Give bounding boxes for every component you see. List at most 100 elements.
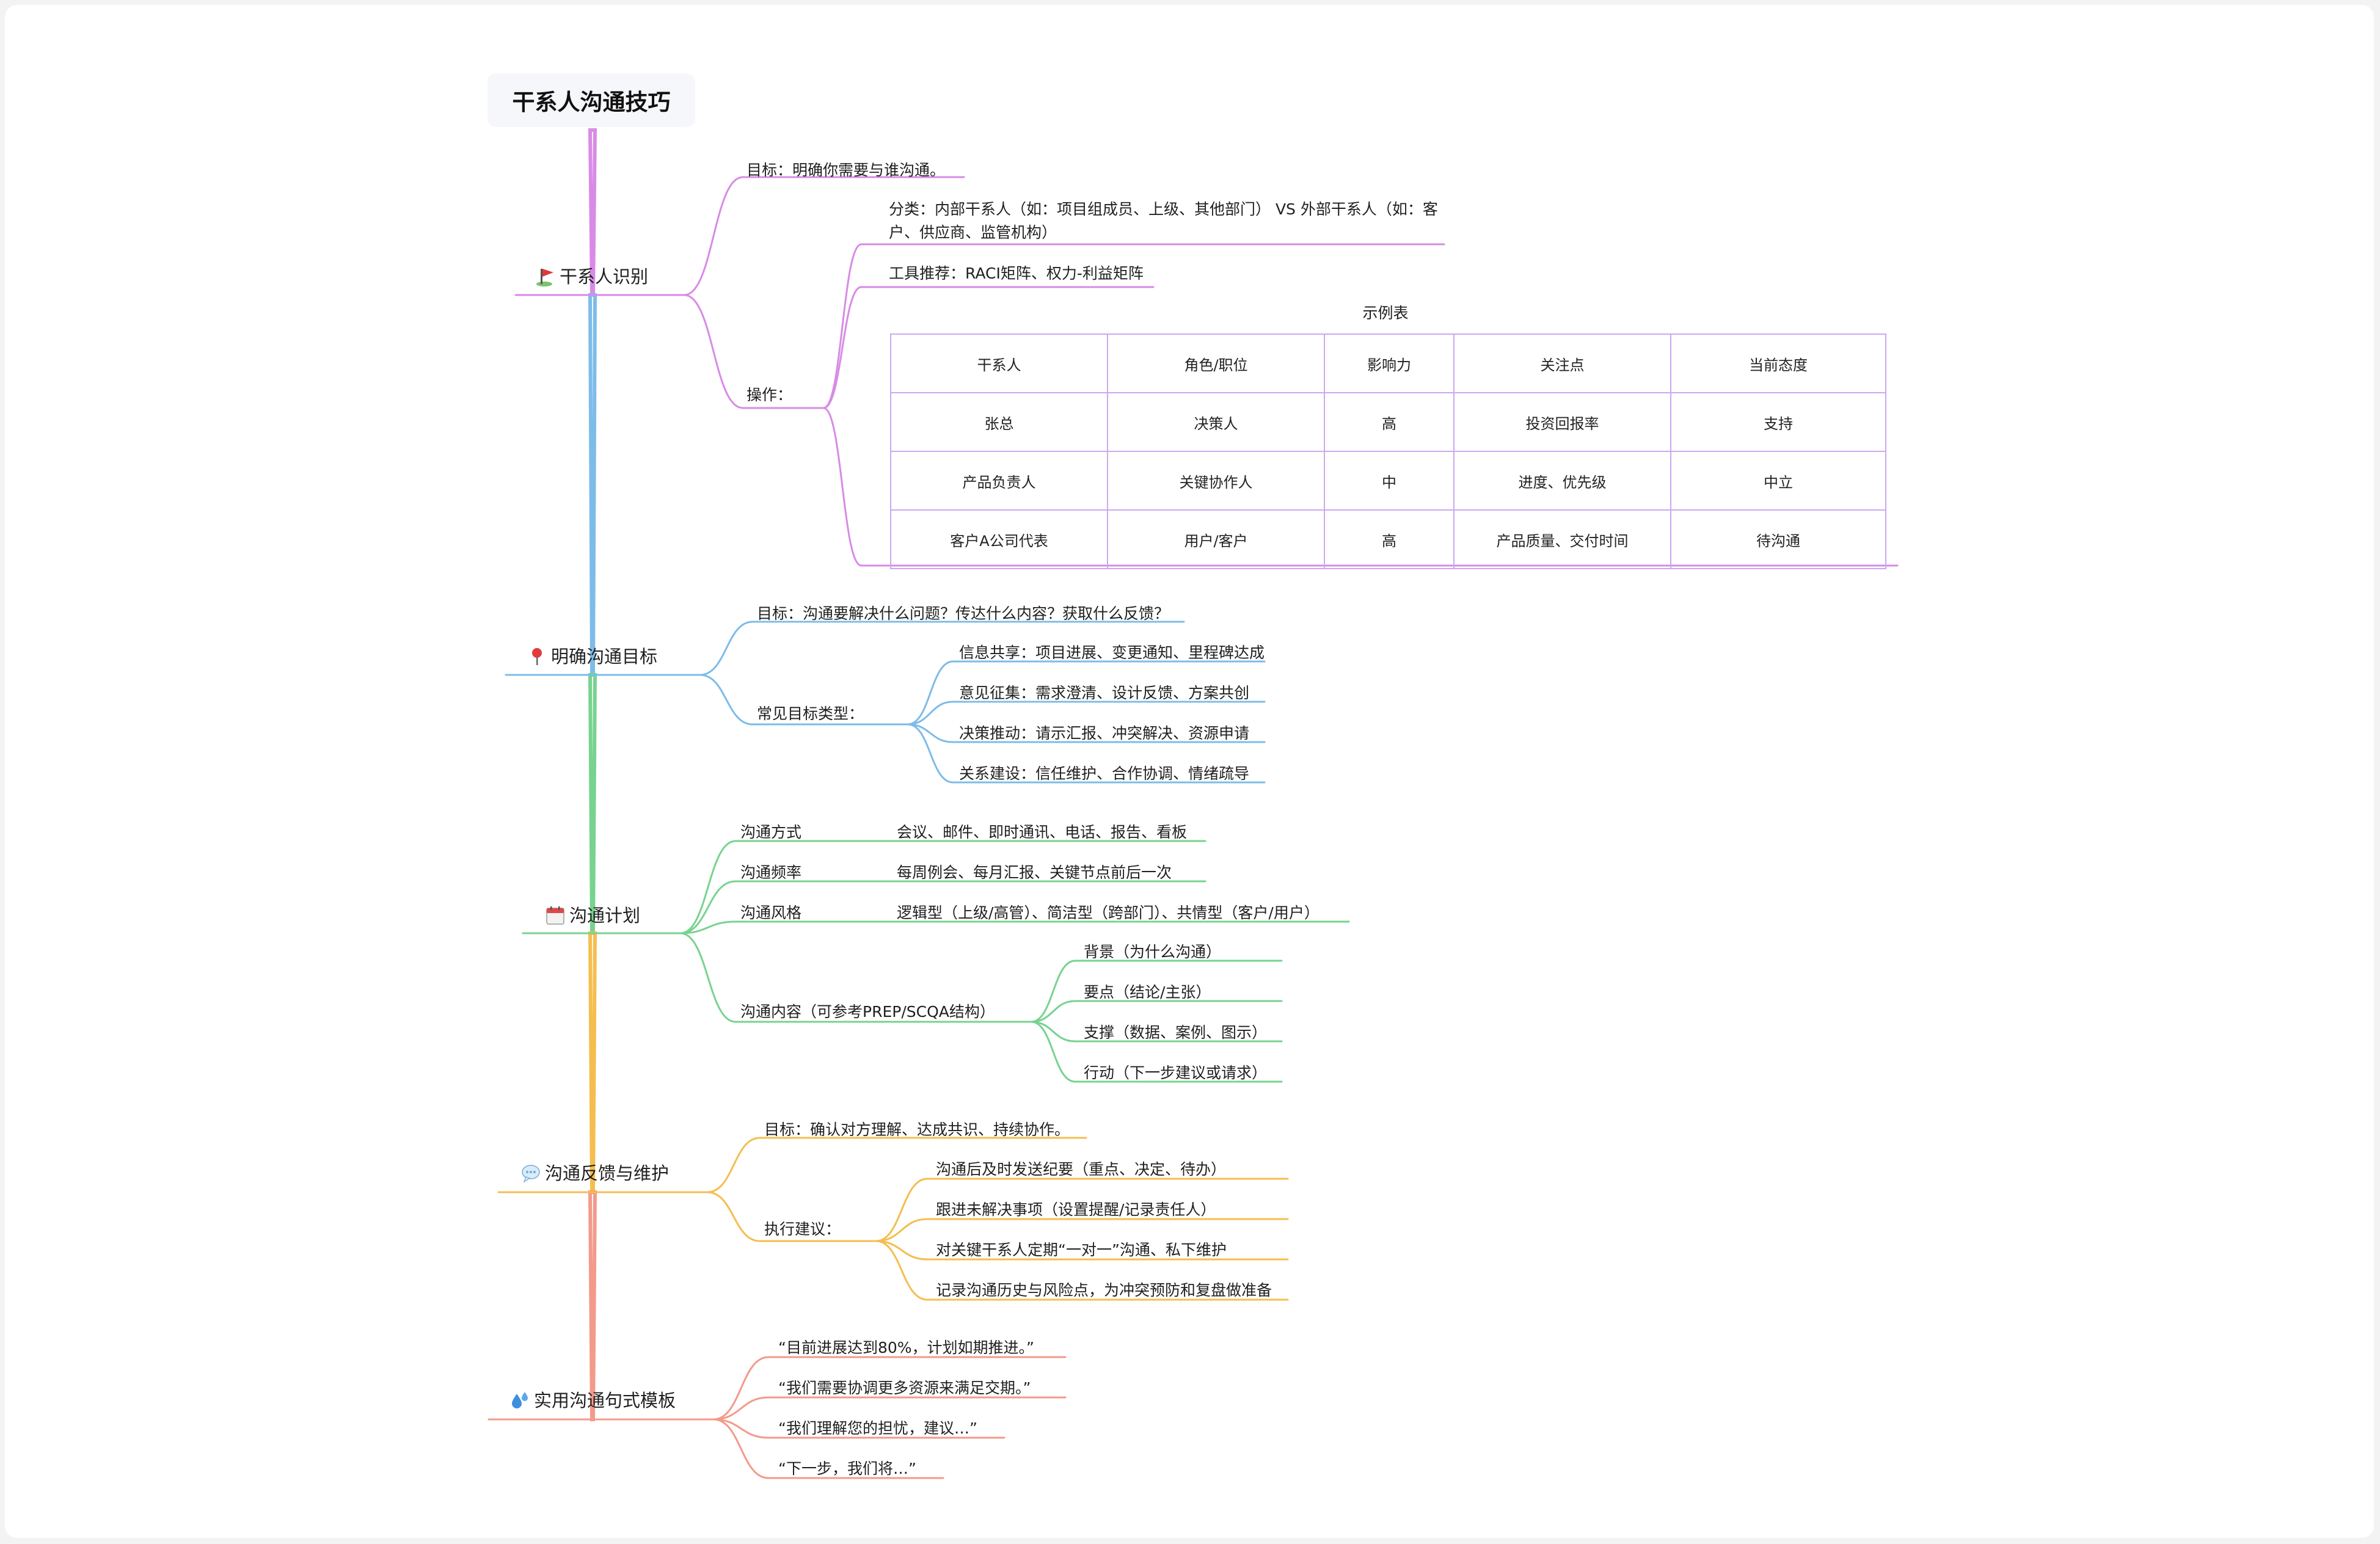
branch-label: 明确沟通目标 bbox=[551, 646, 658, 667]
table-header-cell: 关注点 bbox=[1453, 333, 1671, 393]
goal-types-label[interactable]: 常见目标类型： bbox=[757, 705, 864, 723]
branch-feedback-maintenance[interactable]: 沟通反馈与维护 bbox=[520, 1163, 669, 1184]
connector-line bbox=[712, 1418, 770, 1439]
table-cell: 待沟通 bbox=[1670, 509, 1886, 569]
table-header-cell: 干系人 bbox=[890, 333, 1108, 393]
connector-line bbox=[699, 621, 754, 676]
table-header-row: 干系人 角色/职位 影响力 关注点 当前态度 bbox=[890, 333, 1886, 393]
trunk-segment bbox=[588, 673, 597, 935]
connector-line bbox=[875, 1178, 929, 1242]
mindmap-canvas: 干系人沟通技巧 干系人识别 目标：明确你需要与谁沟通。 分类：内部干系人（如：项… bbox=[5, 5, 2374, 1538]
connector-line bbox=[683, 294, 744, 409]
connector-line bbox=[712, 1356, 770, 1421]
connector-line bbox=[1030, 1000, 1076, 1023]
plan-item-key[interactable]: 沟通方式 bbox=[740, 823, 802, 841]
connector-line bbox=[822, 243, 863, 409]
table-header-cell: 影响力 bbox=[1324, 333, 1455, 393]
speech-bubble-icon bbox=[522, 1165, 540, 1183]
branch-label: 沟通反馈与维护 bbox=[545, 1162, 670, 1184]
template-item[interactable]: “下一步，我们将…” bbox=[778, 1460, 916, 1477]
table-cell: 中立 bbox=[1670, 451, 1886, 511]
goal-type-item[interactable]: 意见征集：需求澄清、设计反馈、方案共创 bbox=[959, 684, 1250, 702]
table-row: 产品负责人 关键协作人 中 进度、优先级 中立 bbox=[890, 451, 1886, 511]
template-item[interactable]: “我们需要协调更多资源来满足交期。” bbox=[778, 1379, 1031, 1397]
plan-item-value[interactable]: 每周例会、每月汇报、关键节点前后一次 bbox=[897, 864, 1172, 881]
connector-line bbox=[875, 1218, 929, 1242]
template-item[interactable]: “目前进展达到80%，计划如期推进。” bbox=[778, 1339, 1034, 1356]
connector-line bbox=[679, 932, 737, 1023]
branch-label: 干系人识别 bbox=[560, 266, 649, 287]
plan-content-item[interactable]: 要点（结论/主张） bbox=[1084, 983, 1211, 1001]
template-item[interactable]: “我们理解您的担忧，建议…” bbox=[778, 1419, 977, 1437]
connector-line bbox=[907, 660, 954, 726]
trunk-segment bbox=[588, 293, 597, 677]
stakeholder-table: 干系人 角色/职位 影响力 关注点 当前态度 张总 决策人 高 投资回报率 支持… bbox=[890, 333, 1886, 569]
plan-content-label[interactable]: 沟通内容（可参考PREP/SCQA结构） bbox=[740, 1003, 995, 1021]
connector-line bbox=[822, 286, 863, 409]
plan-item-value[interactable]: 逻辑型（上级/高管）、简洁型（跨部门）、共情型（客户/用户） bbox=[897, 904, 1320, 922]
identify-classification[interactable]: 分类：内部干系人（如：项目组成员、上级、其他部门） VS 外部干系人（如：客户、… bbox=[889, 200, 1438, 241]
table-row: 客户A公司代表 用户/客户 高 产品质量、交付时间 待沟通 bbox=[890, 509, 1886, 569]
table-cell: 投资回报率 bbox=[1453, 392, 1671, 452]
branch-stakeholder-identification[interactable]: 干系人识别 bbox=[535, 266, 648, 287]
table-cell: 张总 bbox=[890, 392, 1108, 452]
table-cell: 产品负责人 bbox=[890, 451, 1108, 511]
calendar-icon bbox=[546, 906, 564, 925]
connector-line bbox=[1030, 1021, 1076, 1043]
connector-line bbox=[712, 1396, 770, 1421]
connector-lines bbox=[487, 128, 1899, 1479]
table-cell: 进度、优先级 bbox=[1453, 451, 1671, 511]
plan-content-item[interactable]: 支撑（数据、案例、图示） bbox=[1084, 1024, 1268, 1041]
goal-target[interactable]: 目标：沟通要解决什么问题？传达什么内容？获取什么反馈？ bbox=[757, 605, 1170, 622]
table-header-cell: 角色/职位 bbox=[1107, 333, 1325, 393]
table-cell: 高 bbox=[1324, 392, 1455, 452]
table-cell: 中 bbox=[1324, 451, 1455, 511]
table-cell: 高 bbox=[1324, 509, 1455, 569]
feedback-advice-label[interactable]: 执行建议： bbox=[764, 1220, 841, 1238]
connector-line bbox=[907, 723, 954, 784]
connector-line bbox=[706, 1137, 761, 1193]
connector-line bbox=[875, 1240, 929, 1261]
connector-line bbox=[699, 674, 754, 726]
goal-type-item[interactable]: 决策推动：请示汇报、冲突解决、资源申请 bbox=[959, 724, 1250, 742]
connector-line bbox=[822, 407, 863, 567]
plan-content-item[interactable]: 行动（下一步建议或请求） bbox=[1084, 1064, 1268, 1082]
table-cell: 关键协作人 bbox=[1107, 451, 1325, 511]
table-cell: 产品质量、交付时间 bbox=[1453, 509, 1671, 569]
feedback-advice-item[interactable]: 记录沟通历史与风险点，为冲突预防和复盘做准备 bbox=[936, 1281, 1272, 1299]
identify-tools[interactable]: 工具推荐：RACI矩阵、权力-利益矩阵 bbox=[889, 264, 1144, 282]
goal-type-item[interactable]: 关系建设：信任维护、合作协调、情绪疏导 bbox=[959, 765, 1250, 782]
plan-item-key[interactable]: 沟通风格 bbox=[740, 904, 802, 922]
connector-line bbox=[1030, 960, 1076, 1023]
branch-communication-plan[interactable]: 沟通计划 bbox=[545, 905, 640, 926]
table-header-cell: 当前态度 bbox=[1670, 333, 1886, 393]
branch-label: 实用沟通句式模板 bbox=[534, 1389, 676, 1411]
feedback-advice-item[interactable]: 对关键干系人定期“一对一”沟通、私下维护 bbox=[936, 1241, 1227, 1259]
identify-target[interactable]: 目标：明确你需要与谁沟通。 bbox=[746, 161, 946, 179]
feedback-target[interactable]: 目标：确认对方理解、达成共识、持续协作。 bbox=[764, 1121, 1070, 1138]
table-caption: 示例表 bbox=[1362, 304, 1409, 322]
connector-line bbox=[875, 1240, 929, 1301]
branch-communication-goal[interactable]: 明确沟通目标 bbox=[527, 646, 657, 667]
root-topic[interactable]: 干系人沟通技巧 bbox=[487, 73, 695, 127]
table-row: 张总 决策人 高 投资回报率 支持 bbox=[890, 392, 1886, 452]
plan-content-item[interactable]: 背景（为什么沟通） bbox=[1084, 943, 1222, 961]
plan-item-key[interactable]: 沟通频率 bbox=[740, 864, 802, 881]
identify-operation[interactable]: 操作： bbox=[746, 386, 793, 404]
connector-line bbox=[679, 880, 737, 934]
connector-line bbox=[1030, 1021, 1076, 1083]
branch-sentence-templates[interactable]: 实用沟通句式模板 bbox=[509, 1390, 676, 1411]
feedback-advice-item[interactable]: 沟通后及时发送纪要（重点、决定、待办） bbox=[936, 1160, 1227, 1178]
trunk-segment bbox=[588, 931, 597, 1194]
connector-line bbox=[706, 1191, 761, 1242]
table-cell: 客户A公司代表 bbox=[890, 509, 1108, 569]
connector-line bbox=[683, 176, 744, 296]
connector-line bbox=[679, 920, 737, 934]
feedback-advice-item[interactable]: 跟进未解决事项（设置提醒/记录责任人） bbox=[936, 1201, 1216, 1218]
table-cell: 决策人 bbox=[1107, 392, 1325, 452]
plan-item-value[interactable]: 会议、邮件、即时通讯、电话、报告、看板 bbox=[897, 823, 1188, 841]
connector-line bbox=[679, 840, 737, 934]
connector-line bbox=[907, 723, 954, 743]
table-cell: 支持 bbox=[1670, 392, 1886, 452]
goal-type-item[interactable]: 信息共享：项目进展、变更通知、里程碑达成 bbox=[959, 644, 1265, 661]
